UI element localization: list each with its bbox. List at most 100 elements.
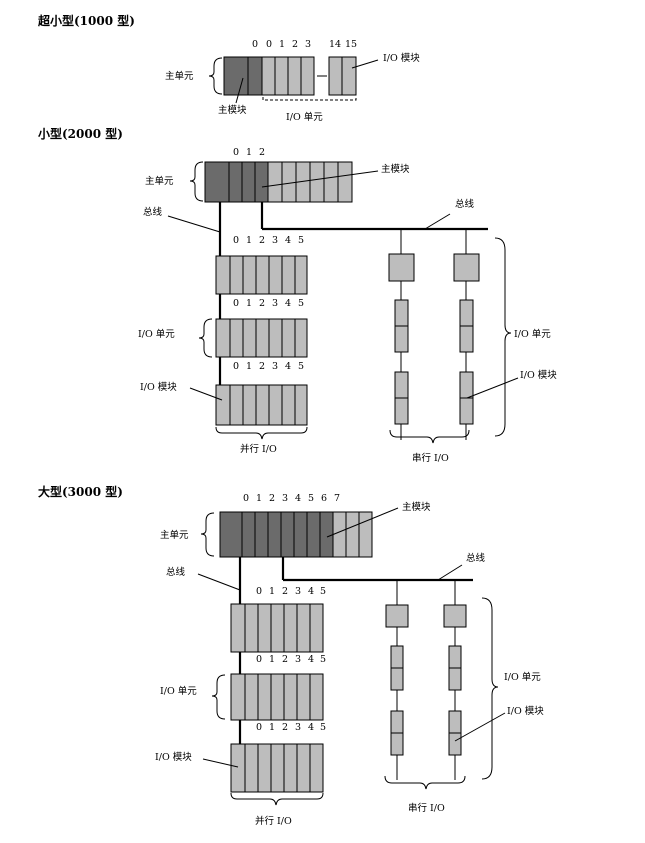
io-module	[345, 511, 360, 558]
io-module	[337, 161, 353, 203]
large-main-unit-rack	[219, 511, 373, 558]
tiny-slot-numbers: 0 0 1 2 3 14 15	[252, 39, 357, 50]
large-rack-number: 1	[269, 654, 275, 665]
io-module	[230, 603, 246, 653]
leader-line	[235, 77, 244, 104]
main-module	[319, 511, 334, 558]
io-module	[229, 255, 244, 295]
io-module	[294, 384, 308, 426]
io-module	[390, 710, 404, 734]
io-unit-brace	[262, 97, 357, 101]
small-rack-number: 1	[246, 235, 252, 246]
small-rack-number: 1	[246, 298, 252, 309]
small-bus-label-left: 总线	[143, 206, 163, 218]
tiny-io-unit-label: I/O 单元	[286, 111, 323, 123]
tiny-slot-number: 14	[329, 39, 341, 50]
io-module	[287, 56, 302, 96]
io-module	[215, 384, 231, 426]
io-module	[274, 56, 289, 96]
small-rack-number: 0	[233, 361, 239, 372]
large-parallel-io-label: 并行 I/O	[255, 815, 292, 827]
tiny-main-module-label: 主模块	[218, 104, 247, 116]
large-rack-numbers-2: 0 1 2 3 4 5	[256, 654, 326, 665]
io-module	[459, 325, 474, 353]
leader-line	[466, 377, 519, 399]
leader-line	[197, 573, 241, 591]
tiny-slot-number: 1	[279, 39, 285, 50]
section-title-small: 小型(2000 型)	[38, 126, 123, 141]
small-main-slot-number: 1	[246, 147, 252, 158]
large-rack-number: 0	[256, 586, 262, 597]
leader-line	[326, 507, 399, 538]
io-module	[244, 743, 259, 793]
serial-io-brace	[389, 429, 470, 444]
large-rack-number: 2	[282, 586, 288, 597]
io-unit-brace	[494, 237, 512, 437]
io-module	[281, 161, 297, 203]
large-io-rack-1	[230, 603, 324, 653]
large-rack-number: 5	[320, 654, 326, 665]
small-io-unit-label-right: I/O 单元	[514, 328, 551, 340]
tiny-slot-number: 0	[252, 39, 258, 50]
io-module	[283, 673, 298, 721]
io-module	[388, 253, 415, 282]
small-rack-number: 3	[272, 235, 278, 246]
large-main-unit-label: 主单元	[160, 529, 189, 541]
large-serial-io-label: 串行 I/O	[408, 802, 445, 814]
large-main-slot-number: 1	[256, 493, 262, 504]
io-unit-brace	[481, 597, 499, 780]
large-io-unit-label-right: I/O 单元	[504, 671, 541, 683]
small-serial-io-label: 串行 I/O	[412, 452, 449, 464]
parallel-io-brace	[215, 426, 308, 440]
large-bus-label-left: 总线	[166, 566, 186, 578]
main-module	[280, 511, 295, 558]
tiny-slot-number: 3	[305, 39, 311, 50]
large-rack-number: 4	[308, 722, 314, 733]
io-module	[296, 743, 311, 793]
io-module	[448, 710, 462, 734]
leader-line	[189, 387, 223, 401]
io-module	[459, 371, 474, 399]
io-module	[283, 603, 298, 653]
section-small: 小型(2000 型) 0 1 2 主单元 主模块 总线 总线	[38, 126, 557, 464]
small-serial-branch-1	[388, 229, 415, 440]
io-module	[268, 318, 283, 358]
io-module	[332, 511, 347, 558]
io-unit-brace	[198, 318, 213, 358]
io-module	[229, 318, 244, 358]
main-module	[247, 56, 263, 96]
io-module	[257, 673, 272, 721]
small-serial-branch-2	[453, 229, 480, 440]
small-io-rack-3	[215, 384, 308, 426]
io-module	[390, 645, 404, 669]
io-module	[448, 667, 462, 691]
leader-line	[167, 215, 221, 233]
small-io-module-label-right: I/O 模块	[520, 369, 557, 381]
io-module	[255, 255, 270, 295]
large-serial-branch-1	[385, 580, 409, 780]
io-module	[453, 253, 480, 282]
section-title-large: 大型(3000 型)	[38, 484, 123, 499]
tiny-main-unit-label: 主单元	[165, 70, 194, 82]
small-rack-numbers-3: 0 1 2 3 4 5	[233, 361, 304, 372]
small-rack-number: 0	[233, 298, 239, 309]
large-rack-number: 0	[256, 722, 262, 733]
io-module	[341, 56, 357, 96]
main-module	[254, 511, 269, 558]
leader-line	[351, 59, 379, 69]
large-main-slot-number: 7	[334, 493, 340, 504]
io-module	[255, 384, 270, 426]
small-rack-number: 4	[285, 235, 291, 246]
main-module	[254, 161, 269, 203]
large-rack-numbers-1: 0 1 2 3 4 5	[256, 586, 326, 597]
main-module	[293, 511, 308, 558]
small-main-slot-numbers: 0 1 2	[233, 147, 265, 158]
large-rack-numbers-3: 0 1 2 3 4 5	[256, 722, 326, 733]
small-rack-number: 3	[272, 298, 278, 309]
section-title-tiny: 超小型(1000 型)	[37, 13, 135, 28]
small-rack-number: 1	[246, 361, 252, 372]
io-module	[385, 604, 409, 628]
io-unit-brace	[211, 674, 226, 720]
large-main-slot-number: 2	[269, 493, 275, 504]
small-rack-number: 5	[298, 361, 304, 372]
